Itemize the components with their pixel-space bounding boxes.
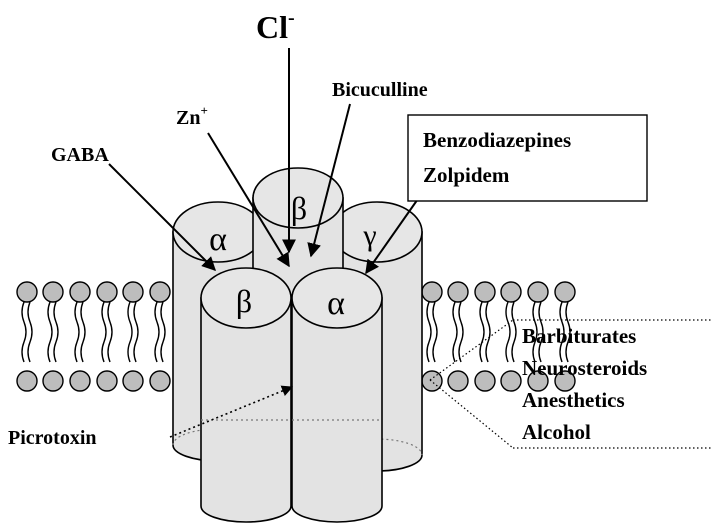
lipid-molecule	[43, 282, 63, 391]
subunit-label-back-left: α	[209, 221, 227, 258]
chloride-label: Cl-	[256, 7, 295, 45]
barbiturate-box-line-2: Neurosteroids	[522, 356, 647, 380]
lipid-molecule	[97, 282, 117, 391]
lipid-molecule	[501, 282, 521, 391]
lipid-molecule	[448, 282, 468, 391]
bicuculline-label: Bicuculline	[332, 79, 428, 101]
barbiturate-callout-bottom	[430, 380, 513, 448]
subunit-label-back-right: γ	[362, 219, 376, 252]
lipid-molecule	[17, 282, 37, 391]
gaba-label: GABA	[51, 144, 109, 166]
benzodiazepine-box-line-1: Benzodiazepines	[423, 128, 571, 152]
barbiturate-box-line-3: Anesthetics	[522, 388, 625, 412]
lipid-bilayer-left	[17, 282, 170, 391]
barbiturate-box-line-4: Alcohol	[522, 420, 591, 444]
subunit-label-front-right: α	[327, 285, 345, 322]
lipid-molecule	[70, 282, 90, 391]
subunit-label-front-left: β	[236, 283, 252, 319]
barbiturate-box-line-1: Barbiturates	[522, 324, 636, 348]
lipid-molecule	[150, 282, 170, 391]
lipid-molecule	[422, 282, 442, 391]
barbiturate-callout-top	[430, 320, 513, 380]
benzodiazepine-box-line-2: Zolpidem	[423, 163, 510, 187]
lipid-molecule	[123, 282, 143, 391]
picrotoxin-label: Picrotoxin	[8, 427, 97, 449]
zinc-label: Zn+	[176, 103, 208, 129]
subunit-label-back-center: β	[291, 190, 307, 226]
lipid-molecule	[475, 282, 495, 391]
